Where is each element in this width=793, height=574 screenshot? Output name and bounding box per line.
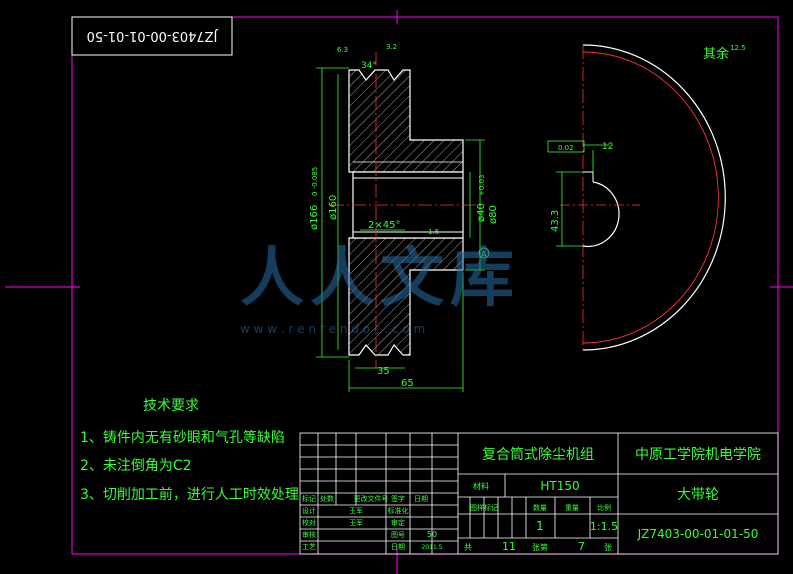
tb-row3-role2: 图号 — [391, 531, 405, 539]
tb-drawing-code: JZ7403-00-01-01-50 — [637, 527, 759, 541]
gtol-value: 0.02 — [558, 144, 574, 152]
dim-groove-angle: 34° — [361, 61, 377, 71]
tb-rev-h2: 处数 — [320, 494, 334, 503]
tb-row4-name2: 2011.5 — [422, 544, 443, 551]
dim-outer-dia: ø166 — [309, 205, 320, 230]
datum-a: A — [481, 250, 487, 259]
tb-row2-role: 校对 — [302, 518, 316, 527]
roughness-c: 1.6 — [428, 228, 440, 236]
end-view-dims — [556, 144, 610, 247]
tb-material: HT150 — [540, 479, 579, 493]
tb-row1-role: 设计 — [302, 506, 316, 515]
dim-key-width: 12 — [602, 142, 613, 152]
tb-stage-h1: 图样标记 — [470, 503, 498, 512]
tb-row2-name: 王军 — [349, 519, 363, 527]
tb-sheet-no: 7 — [578, 540, 585, 553]
tb-row1-role2: 标准化 — [388, 506, 409, 515]
tb-material-label: 材料 — [473, 481, 489, 491]
tech-req-title: 技术要求 — [143, 398, 199, 414]
dim-total-width: 65 — [401, 378, 414, 389]
tb-rev-h3: 更改文件号 — [354, 494, 389, 503]
tb-qty: 1 — [536, 519, 544, 533]
tb-row3-role: 审核 — [302, 530, 316, 539]
dim-outer-tol: 0 -0.085 — [311, 167, 319, 196]
dim-bore-dia: ø40 — [476, 203, 487, 222]
gtol-frame — [547, 140, 585, 153]
tb-row1-name: 王军 — [349, 507, 363, 515]
datum-a-circle — [478, 247, 490, 259]
tb-project: 复合筒式除尘机组 — [482, 446, 594, 463]
tech-req-item-2: 2、未注倒角为C2 — [80, 458, 192, 474]
tb-row4-role: 工艺 — [302, 543, 316, 551]
tb-school: 中原工学院机电学院 — [635, 447, 761, 463]
dim-key-depth: 43.3 — [550, 210, 561, 232]
dim-groove-width: 35 — [377, 366, 390, 377]
other-surfaces-roughness: 12.5 — [730, 44, 746, 52]
pulley-section-view — [330, 52, 485, 368]
title-block — [299, 432, 779, 555]
dim-pitch-dia: ø160 — [328, 195, 339, 220]
tb-part-name: 大带轮 — [677, 487, 719, 503]
tech-req-item-3: 3、切削加工前，进行人工时效处理 — [80, 486, 299, 503]
tb-rev-h4: 签字 — [391, 494, 405, 503]
tb-rev-h1: 标记 — [302, 494, 316, 503]
code-box — [71, 16, 233, 56]
pulley-end-view — [560, 44, 726, 351]
other-surfaces-note: 其余 — [703, 46, 729, 62]
rotated-code: JZ7403-00-01-01-50 — [87, 28, 219, 43]
tb-row3-name2: 50 — [427, 530, 437, 539]
watermark: 人人文库 w w w . r e n r e n d o c . c o m — [240, 242, 520, 336]
tb-stage-h3: 重量 — [565, 504, 579, 512]
tb-row2-role2: 审定 — [391, 518, 405, 527]
dim-bore-tol: +0.03 — [478, 175, 486, 196]
tb-stage-h4: 比例 — [597, 503, 611, 512]
watermark-text: 人人文库 — [240, 242, 520, 316]
tb-sheets-total: 11 — [502, 540, 516, 553]
tb-sheet-unit: 张 — [604, 543, 612, 552]
dim-hub-dia: ø80 — [488, 205, 499, 224]
tb-rev-h5: 日期 — [414, 495, 428, 503]
tb-sheet-label: 张第 — [532, 542, 548, 552]
tech-req-item-1: 1、铸件内无有砂眼和气孔等缺陷 — [80, 429, 285, 446]
dim-chamfer: 2×45° — [368, 220, 400, 231]
roughness-b: 3.2 — [386, 43, 397, 51]
tb-stage-h2: 数量 — [533, 503, 547, 512]
tb-scale: 1:1.5 — [590, 520, 618, 533]
tb-row4-role2: 日期 — [391, 543, 405, 551]
watermark-url: w w w . r e n r e n d o c . c o m — [240, 322, 425, 336]
tb-sheets-total-label: 共 — [464, 543, 472, 552]
roughness-a: 6.3 — [337, 46, 348, 54]
dimension-lines — [316, 67, 485, 392]
